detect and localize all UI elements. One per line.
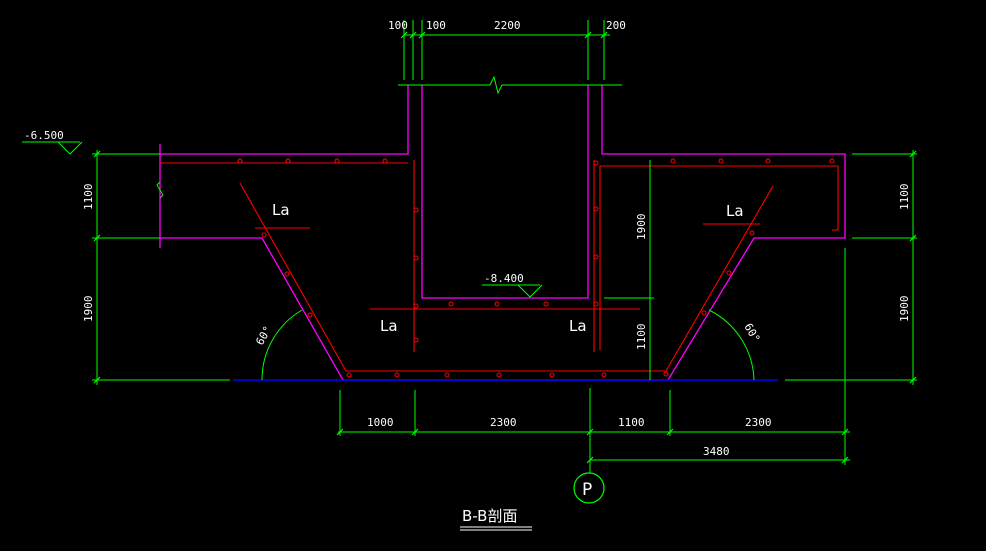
angle-arcs xyxy=(261,309,755,381)
dimension-labels-left: 1100 1900 xyxy=(82,184,95,323)
dim-bottom-4: 2300 xyxy=(745,416,772,429)
dim-right-1: 1100 xyxy=(898,184,911,211)
la-label-right-slope: La xyxy=(726,202,744,220)
level-labels: -6.500 -8.400 xyxy=(24,129,524,285)
angle-right: 60° xyxy=(741,321,762,345)
dimension-ticks xyxy=(93,31,917,464)
dim-left-1: 1100 xyxy=(82,184,95,211)
dim-top-2: 100 xyxy=(426,19,446,32)
concrete-outline xyxy=(159,85,846,381)
anchor-labels: La La La La xyxy=(272,201,744,335)
angle-labels: 60° 60° xyxy=(253,321,762,348)
la-label-left-slope: La xyxy=(272,201,290,219)
dim-bottom-3: 1100 xyxy=(618,416,645,429)
dim-top-3: 2200 xyxy=(494,19,521,32)
level-top-left: -6.500 xyxy=(24,129,64,142)
dim-bottom-2: 2300 xyxy=(490,416,517,429)
dim-bottom-1: 1000 xyxy=(367,416,394,429)
level-pit-bottom: -8.400 xyxy=(484,272,524,285)
la-label-bottom-right: La xyxy=(569,317,587,335)
dimension-labels-top: 100 100 2200 200 xyxy=(388,19,626,32)
dim-top-4: 200 xyxy=(606,19,626,32)
grid-axis-bubble: P xyxy=(573,470,605,504)
dim-inner-2: 1100 xyxy=(635,324,648,351)
drawing-title: B-B剖面 xyxy=(462,507,517,525)
grid-label: P xyxy=(582,480,592,500)
dim-top-1: 100 xyxy=(388,19,408,32)
angle-left: 60° xyxy=(253,324,274,348)
dim-right-2: 1900 xyxy=(898,296,911,323)
dimension-labels-right: 1100 1900 xyxy=(898,184,911,323)
dimension-lines xyxy=(22,20,917,470)
dim-overall-right: 3480 xyxy=(703,445,730,458)
dim-inner-1: 1900 xyxy=(635,214,648,241)
dimension-labels-bottom: 1000 2300 1100 2300 3480 xyxy=(367,416,772,458)
la-label-bottom-left: La xyxy=(380,317,398,335)
dimension-labels-inner: 1900 1100 xyxy=(635,214,648,351)
section-title: B-B剖面 xyxy=(460,507,532,531)
dim-left-2: 1900 xyxy=(82,296,95,323)
rebar-dots xyxy=(237,158,835,378)
